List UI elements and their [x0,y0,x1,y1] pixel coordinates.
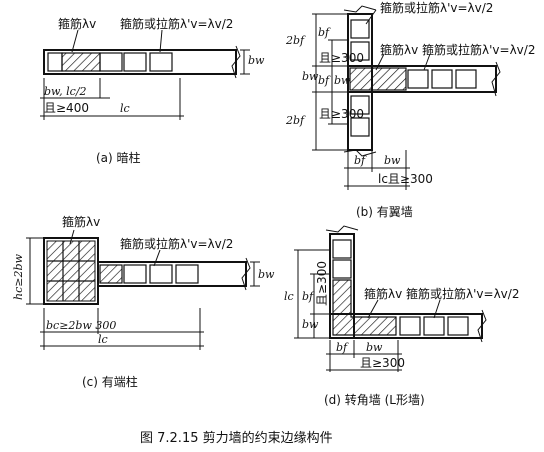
b-dim-2bf-top: 2bf [285,34,306,47]
b-dim-ge300-bot: 且≥300 [319,107,364,121]
d-dim-bw: bw [302,318,319,331]
panel-a-concealed-column [40,29,250,120]
a-dim-ge400: 且≥400 [44,101,89,115]
d-dim-bf-bot: bf [336,341,349,354]
c-label-tie: 箍筋或拉筋λ'v=λv/2 [120,236,233,251]
b-dim-bw-left: bw [302,70,319,83]
c-dim-hc: hc≥2bw [12,253,25,300]
a-dim-bw: bw [248,54,265,67]
b-dim-bf-mid: bf [318,74,331,87]
a-caption: (a) 暗柱 [96,150,141,165]
b-dim-bf-top: bf [318,26,331,39]
d-dim-ge300-left: 且≥300 [315,261,329,306]
d-caption: (d) 转角墙 (L形墙) [324,392,425,407]
b-dim-bw-right: bw [334,74,351,87]
b-label-tie-top: 箍筋或拉筋λ'v=λv/2 [380,0,493,15]
c-label-stirrup: 箍筋λv [62,214,100,229]
wall-c [97,261,247,287]
panel-b-flanged-wall [312,5,501,190]
b-label-stirrup-tie: 箍筋λv 箍筋或拉筋λ'v=λv/2 [380,42,535,57]
d-label-stirrup-tie: 箍筋λv 箍筋或拉筋λ'v=λv/2 [364,286,519,301]
b-dim-ge300-top: 且≥300 [319,51,364,65]
b-dim-2bf-bot: 2bf [285,114,306,127]
a-dim-bw-lc2: bw, lc/2 [44,85,87,98]
column-zone-a [61,52,101,72]
panel-c-end-column [26,229,260,350]
d-dim-ge300-bot: 且≥300 [360,356,405,370]
b-dim-lc-300: lc且≥300 [378,172,433,186]
b-dim-bw-bot: bw [384,154,401,167]
c-dim-bc: bc≥2bw 300 [46,319,116,332]
b-caption: (b) 有翼墙 [356,205,413,219]
a-label-tie: 箍筋或拉筋λ'v=λv/2 [120,16,233,31]
panel-d-corner-wall [294,225,487,372]
horizontal-leg-d [329,313,483,339]
a-dim-lc: lc [120,102,130,115]
d-dim-bw-bot: bw [366,341,383,354]
wall-a [43,49,237,75]
web-b [347,65,497,93]
d-dim-bf: bf [302,290,315,303]
c-dim-bw: bw [258,268,275,281]
d-dim-lc: lc [284,290,294,303]
c-caption: (c) 有端柱 [82,374,138,389]
figure-caption: 图 7.2.15 剪力墙的约束边缘构件 [140,430,333,446]
b-dim-bf-bot: bf [354,154,367,167]
a-label-stirrup: 箍筋λv [58,16,96,31]
column-zone-b [349,67,407,91]
corner-zone-d [332,279,397,336]
c-dim-lc: lc [98,333,108,346]
